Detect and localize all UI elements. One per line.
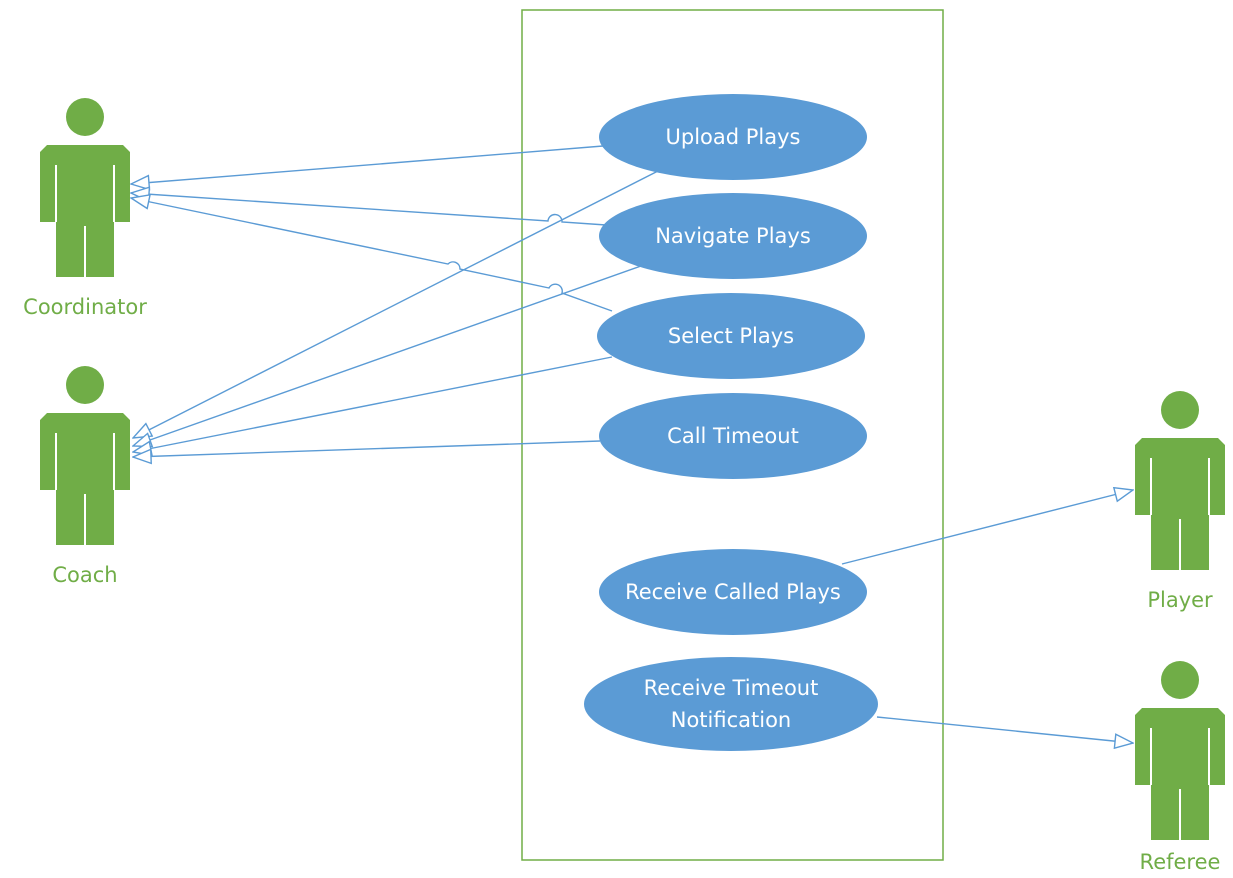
usecase-select-plays[interactable]: Select Plays bbox=[597, 293, 865, 379]
usecase-receive-timeout-notification[interactable]: Receive Timeout Notification bbox=[584, 657, 878, 751]
usecase-receive-called-plays[interactable]: Receive Called Plays bbox=[599, 549, 867, 635]
actor-player[interactable]: Player bbox=[1135, 391, 1225, 612]
actor-referee[interactable]: Referee bbox=[1135, 661, 1225, 874]
association-upload-coordinator bbox=[131, 145, 604, 184]
actor-body-icon bbox=[1135, 438, 1225, 570]
usecase-upload-plays[interactable]: Upload Plays bbox=[599, 94, 867, 180]
actor-body-icon bbox=[1135, 708, 1225, 840]
association-navigate-coach bbox=[133, 265, 642, 446]
usecase-navigate-plays-label: Navigate Plays bbox=[655, 224, 811, 248]
actor-body-icon bbox=[40, 413, 130, 545]
usecase-call-timeout[interactable]: Call Timeout bbox=[599, 393, 867, 479]
actor-coach[interactable]: Coach bbox=[40, 366, 130, 587]
actor-coach-label: Coach bbox=[52, 563, 117, 587]
association-select-coach bbox=[133, 356, 613, 452]
actor-head-icon bbox=[66, 366, 104, 404]
associations bbox=[131, 145, 1133, 743]
association-upload-coach bbox=[133, 169, 661, 438]
actor-body-icon bbox=[40, 145, 130, 277]
usecase-receive-timeout-label-line1: Receive Timeout bbox=[644, 676, 819, 700]
usecase-select-plays-label: Select Plays bbox=[668, 324, 794, 348]
association-select-coordinator bbox=[131, 198, 613, 312]
actor-referee-label: Referee bbox=[1140, 850, 1221, 874]
usecase-call-timeout-label: Call Timeout bbox=[667, 424, 799, 448]
usecase-receive-timeout-label-line2: Notification bbox=[671, 708, 792, 732]
actor-coordinator[interactable]: Coordinator bbox=[23, 98, 147, 319]
actor-head-icon bbox=[1161, 661, 1199, 699]
actor-coordinator-label: Coordinator bbox=[23, 295, 147, 319]
actor-head-icon bbox=[1161, 391, 1199, 429]
usecase-navigate-plays[interactable]: Navigate Plays bbox=[599, 193, 867, 279]
actor-player-label: Player bbox=[1147, 588, 1213, 612]
association-timeout-coach bbox=[133, 440, 601, 457]
association-receive-plays-player bbox=[841, 490, 1133, 565]
actor-head-icon bbox=[66, 98, 104, 136]
usecase-receive-called-plays-label: Receive Called Plays bbox=[625, 580, 841, 604]
association-receive-timeout-referee bbox=[876, 716, 1133, 743]
usecase-upload-plays-label: Upload Plays bbox=[666, 125, 801, 149]
association-navigate-coordinator bbox=[131, 193, 607, 226]
